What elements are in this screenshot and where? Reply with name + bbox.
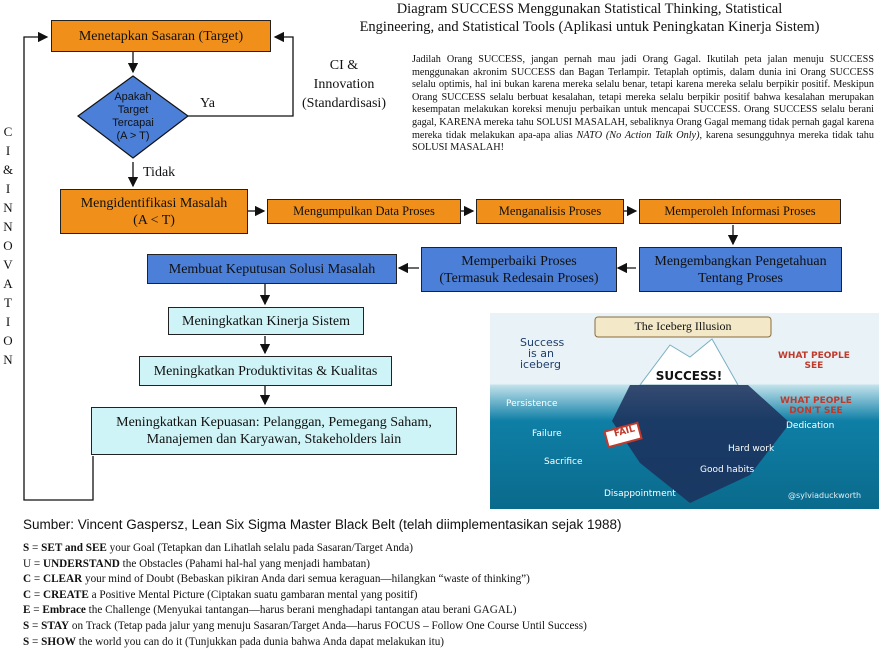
diagram-title: Diagram SUCCESS Menggunakan Statistical … xyxy=(300,0,879,36)
decision-diamond xyxy=(76,75,190,159)
iceberg-graphic xyxy=(594,316,790,503)
box-decide-solution: Membuat Keputusan Solusi Masalah xyxy=(147,254,397,284)
acronym-item: S = STAY on Track (Tetap pada jalur yang… xyxy=(23,619,587,632)
label-good-habits: Good habits xyxy=(700,465,755,475)
box-identify-problem: Mengidentifikasi Masalah(A < T) xyxy=(60,189,248,234)
label-no: Tidak xyxy=(143,165,176,180)
paragraph-italic: NATO (No Action Talk Only) xyxy=(576,129,700,141)
acronym-item: C = CREATE a Positive Mental Picture (Ci… xyxy=(23,588,418,601)
paragraph-main: Jadilah Orang SUCCESS, jangan pernah mau… xyxy=(412,54,874,141)
box-improve-process: Memperbaiki Proses(Termasuk Redesain Pro… xyxy=(421,247,617,292)
label-hard-work: Hard work xyxy=(728,444,775,454)
paragraph-tail: , karena sesungguhnya mereka tidak tahu … xyxy=(412,129,874,154)
label-yes: Ya xyxy=(200,96,215,111)
acronym-item: C = CLEAR your mind of Doubt (Bebaskan p… xyxy=(23,573,530,586)
label-persistence: Persistence xyxy=(506,399,558,409)
box-process-info: Memperoleh Informasi Proses xyxy=(639,199,841,224)
box-analyze-process: Menganalisis Proses xyxy=(476,199,624,224)
box-improve-performance: Meningkatkan Kinerja Sistem xyxy=(168,307,364,335)
ci-innovation-label: CI &Innovation(Standardisasi) xyxy=(302,58,386,111)
iceberg-title: The Iceberg Illusion xyxy=(634,319,732,333)
box-improve-productivity: Meningkatkan Produktivitas & Kualitas xyxy=(139,356,392,386)
box-collect-data: Mengumpulkan Data Proses xyxy=(267,199,461,224)
iceberg-center-label: SUCCESS! xyxy=(655,369,723,383)
acronym-item: S = SHOW the world you can do it (Tunjuk… xyxy=(23,635,445,648)
acronym-item: E = Embrace the Challenge (Menyukai tant… xyxy=(23,604,517,617)
label-disappointment: Disappointment xyxy=(604,489,676,499)
acronym-list: S = SET and SEE your Goal (Tetapkan dan … xyxy=(23,541,587,650)
label-failure: Failure xyxy=(532,429,562,439)
box-set-target: Menetapkan Sasaran (Target) xyxy=(51,20,271,52)
title-line-2: Engineering, and Statistical Tools (Apli… xyxy=(359,19,820,35)
label-dedication: Dedication xyxy=(786,421,835,431)
box-improve-satisfaction: Meningkatkan Kepuasan: Pelanggan, Pemega… xyxy=(91,407,457,455)
intro-paragraph: Jadilah Orang SUCCESS, jangan pernah mau… xyxy=(412,54,874,155)
source-citation: Sumber: Vincent Gaspersz, Lean Six Sigma… xyxy=(23,517,622,532)
acronym-item: S = SET and SEE your Goal (Tetapkan dan … xyxy=(23,542,413,554)
label-sacrifice: Sacrifice xyxy=(544,457,583,467)
acronym-item: U = UNDERSTAND the Obstacles (Pahami hal… xyxy=(23,557,370,570)
title-line-1: Diagram SUCCESS Menggunakan Statistical … xyxy=(396,1,783,17)
iceberg-credit: @sylviaduckworth xyxy=(788,491,862,500)
